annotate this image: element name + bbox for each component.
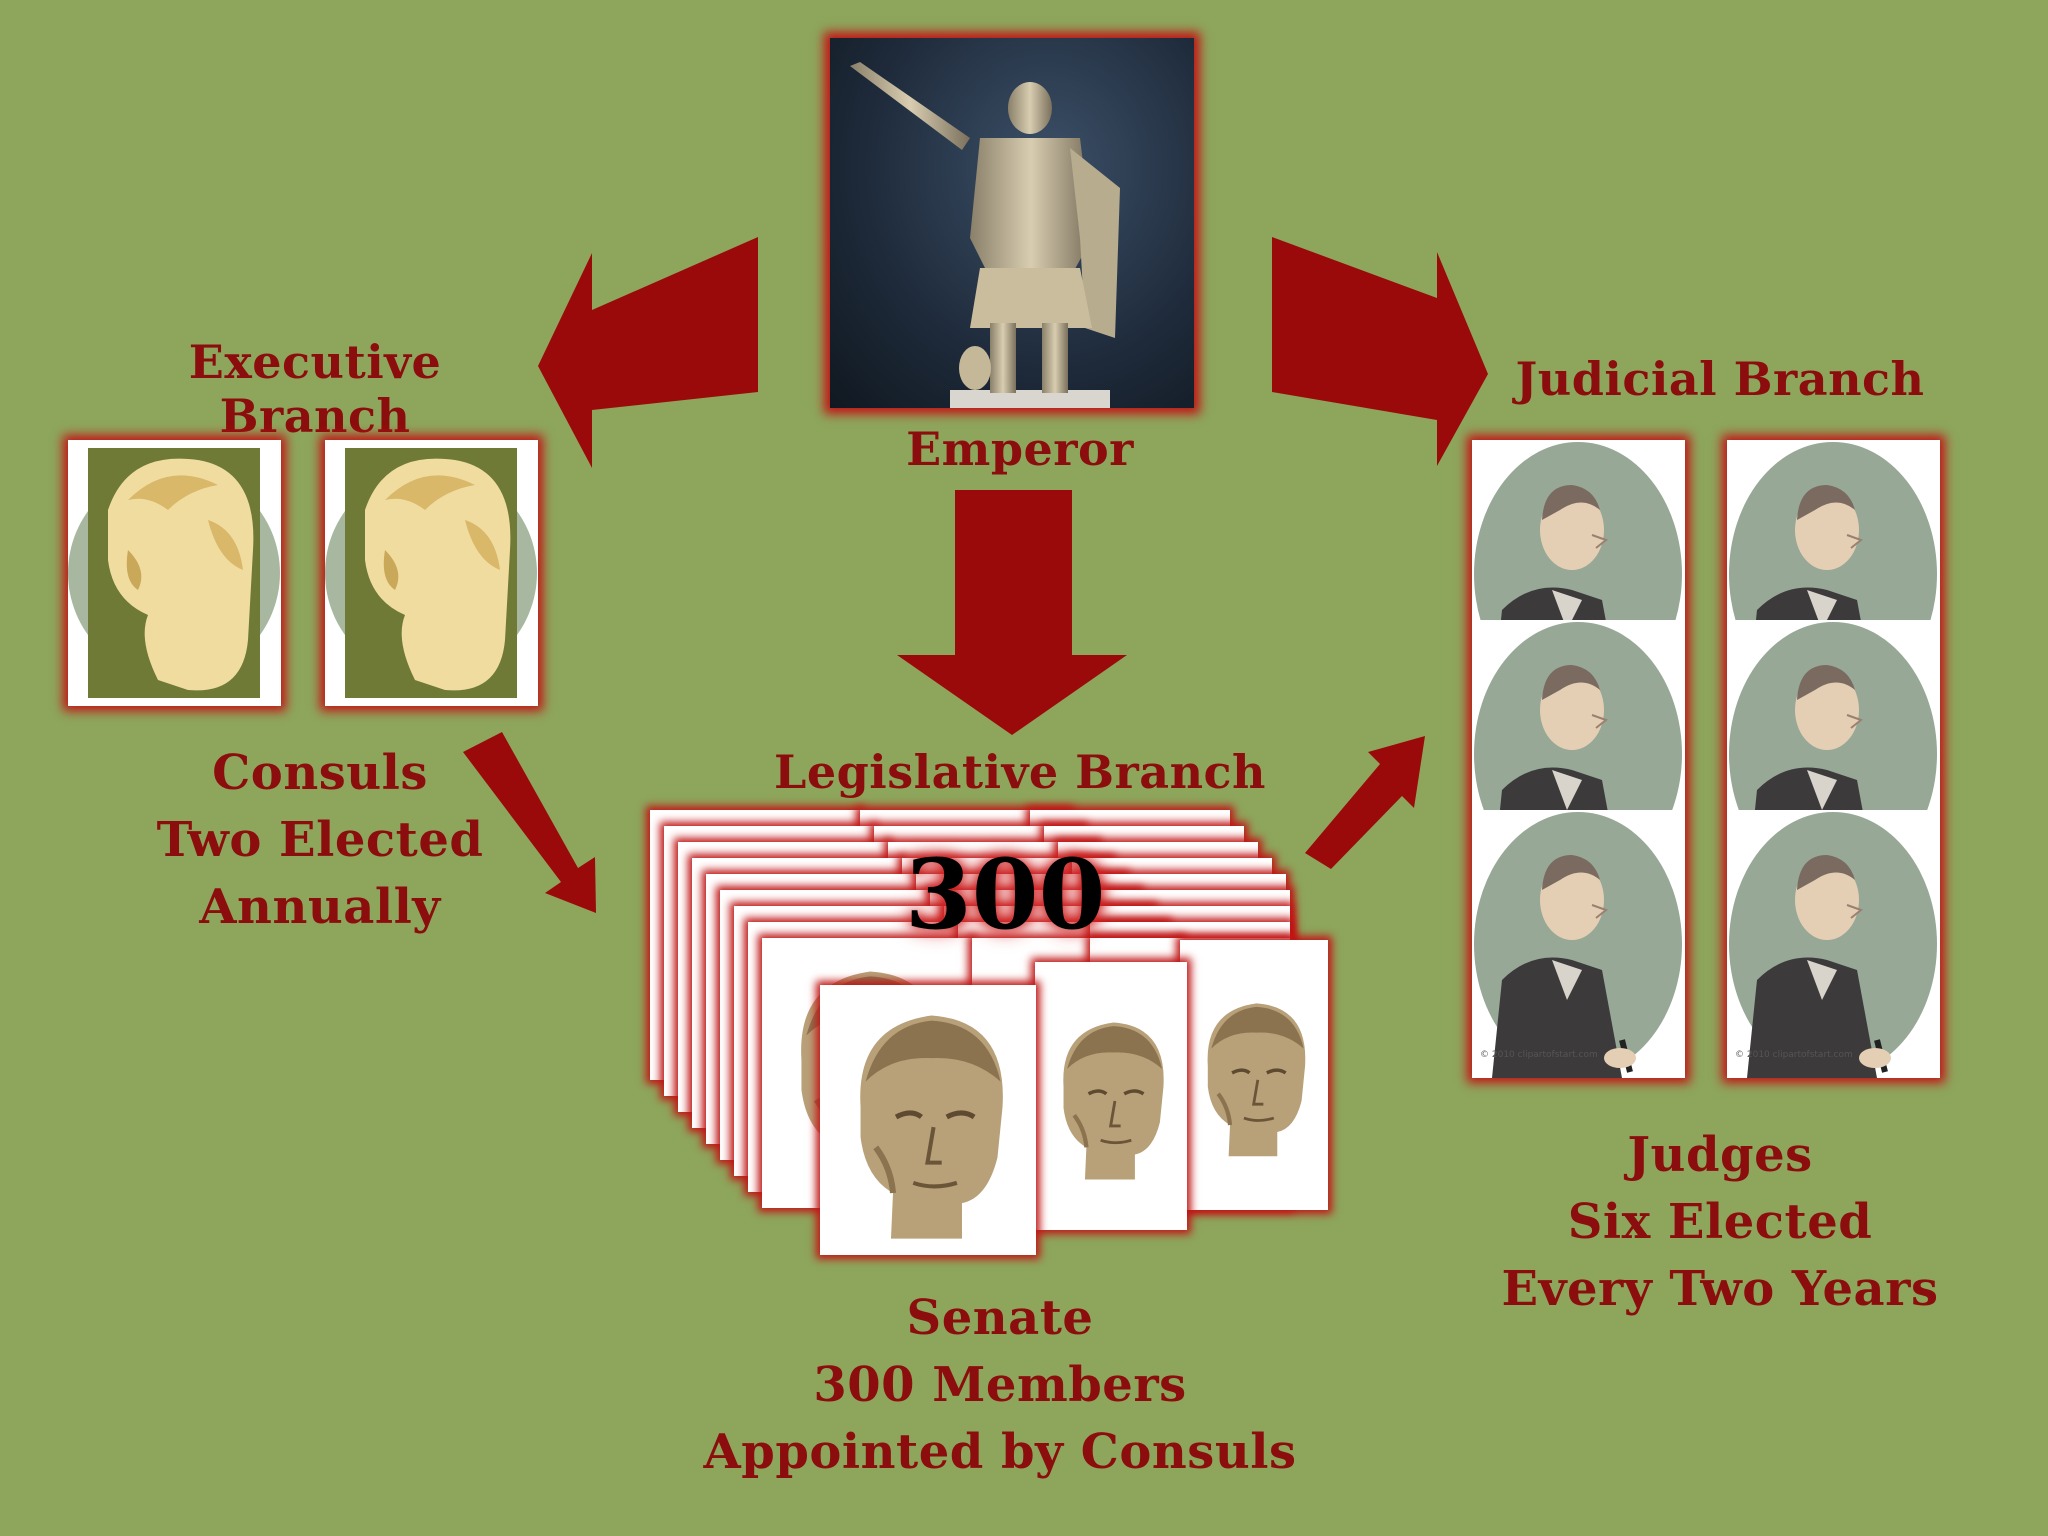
judge-portrait-4: [1727, 620, 1940, 810]
emperor-statue-image: [830, 38, 1194, 408]
executive-caption-line-1: Consuls: [212, 745, 428, 801]
judge-portrait-icon: [1474, 812, 1682, 1078]
legislative-caption-line-1: Senate: [906, 1290, 1094, 1346]
judicial-caption-line-1: Judges: [1627, 1127, 1813, 1183]
judge-portrait-3: [1472, 620, 1685, 810]
senate-card-front: [1180, 940, 1328, 1210]
judge-portrait-5: © 2010 clipartofstart.com: [1472, 810, 1685, 1078]
consul-card-1: [68, 440, 281, 706]
statue-of-emperor-icon: [850, 62, 1120, 408]
judge-portrait-2: [1727, 440, 1940, 620]
judge-column-left: © 2010 clipartofstart.com: [1472, 440, 1685, 1078]
judicial-caption: Judges Six Elected Every Two Years: [1470, 1122, 1970, 1323]
legislative-branch-heading: Legislative Branch: [774, 745, 1266, 799]
consul-head-icon: [68, 448, 280, 698]
arrow-consuls-to-senate: [463, 732, 596, 913]
senate-card-front: [820, 985, 1036, 1255]
executive-caption-line-3: Annually: [199, 879, 441, 935]
senator-bust-icon: [1207, 1003, 1306, 1157]
senator-bust-icon: [1063, 1022, 1164, 1180]
clipart-watermark: © 2010 clipartofstart.com: [1480, 1050, 1598, 1060]
legislative-caption-line-3: Appointed by Consuls: [703, 1424, 1297, 1480]
judge-portrait-icon: [1474, 442, 1682, 620]
emperor-label: Emperor: [906, 422, 1134, 476]
judge-portrait-1: [1472, 440, 1685, 620]
legislative-caption-line-2: 300 Members: [813, 1357, 1187, 1413]
judicial-caption-line-2: Six Elected: [1567, 1194, 1873, 1250]
arrow-emperor-to-legislative: [897, 490, 1127, 735]
judge-portrait-icon: [1729, 442, 1937, 620]
judge-portrait-icon: [1729, 812, 1937, 1078]
arrow-emperor-to-executive: [538, 237, 758, 468]
senate-count-badge: 300: [905, 838, 1106, 951]
judge-portrait-icon: [1474, 622, 1682, 810]
judge-column-right: © 2010 clipartofstart.com: [1727, 440, 1940, 1078]
consul-head-icon: [325, 448, 537, 698]
executive-caption: Consuls Two Elected Annually: [110, 740, 530, 941]
executive-branch-heading: Executive Branch: [188, 335, 442, 443]
judicial-caption-line-3: Every Two Years: [1501, 1261, 1939, 1317]
consul-card-2: [325, 440, 538, 706]
senate-card-front: [1035, 962, 1187, 1230]
judge-portrait-icon: [1729, 622, 1937, 810]
judicial-branch-heading: Judicial Branch: [1515, 352, 1925, 406]
judge-portrait-6: © 2010 clipartofstart.com: [1727, 810, 1940, 1078]
senator-bust-icon: [860, 1015, 1003, 1239]
arrow-senate-to-judges: [1305, 736, 1425, 869]
arrow-emperor-to-judicial: [1272, 237, 1488, 466]
clipart-watermark: © 2010 clipartofstart.com: [1735, 1050, 1853, 1060]
legislative-caption: Senate 300 Members Appointed by Consuls: [700, 1285, 1300, 1486]
executive-caption-line-2: Two Elected: [156, 812, 484, 868]
